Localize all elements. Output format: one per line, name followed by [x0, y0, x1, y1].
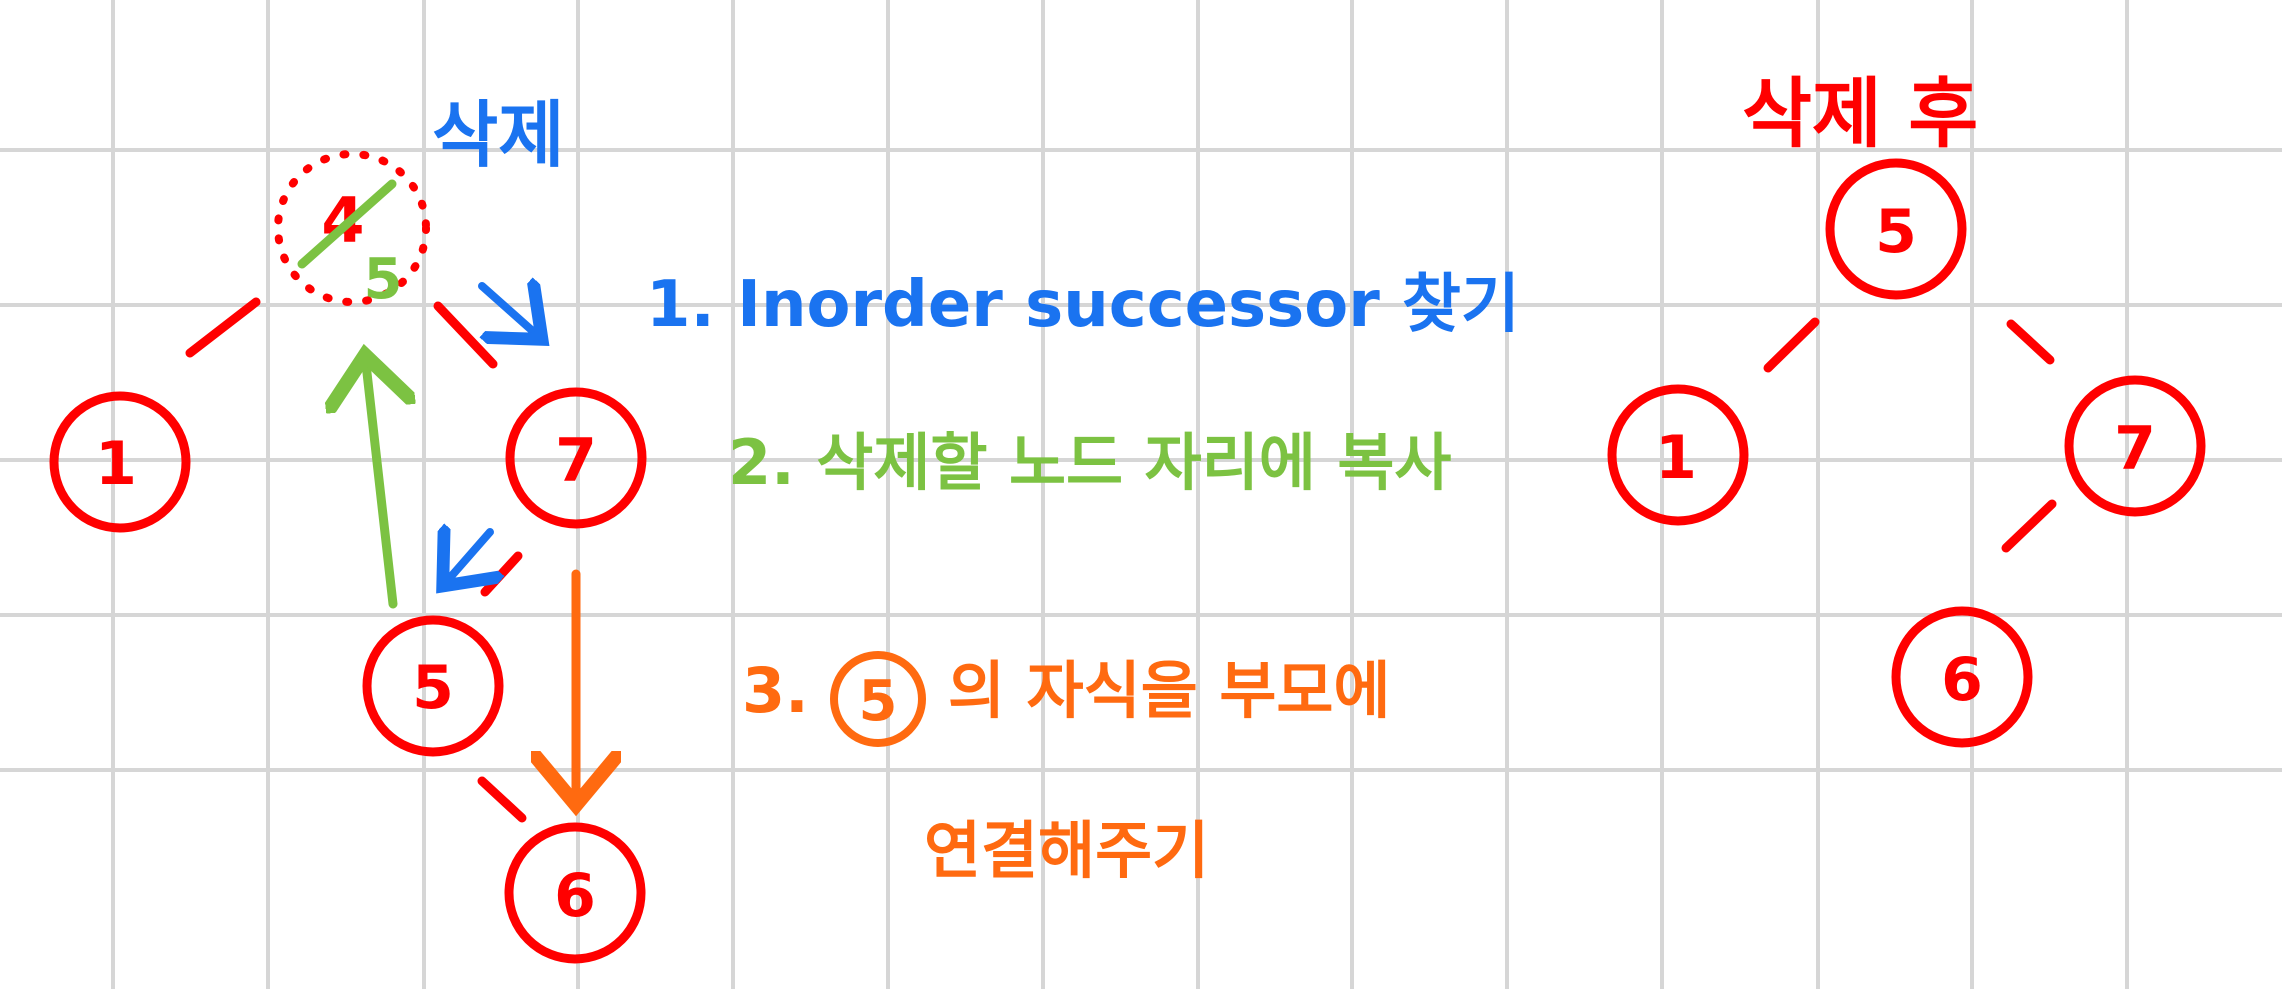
edge-5-6: [477, 776, 527, 823]
step-1-text: 1. Inorder successor 찾기: [646, 268, 1520, 342]
step-3-circled-value: 5: [859, 669, 898, 734]
after-node-1-value: 1: [1655, 423, 1697, 493]
deleted-root-node: [274, 150, 430, 306]
step-3-circle: [830, 651, 926, 747]
delete-label: 삭제: [432, 93, 564, 177]
node-6-value: 6: [554, 861, 596, 931]
node-5: 5: [362, 615, 504, 757]
green-copy-arrow: [366, 364, 393, 609]
blue-arrow-down-right: [478, 286, 536, 334]
root-new-value: 5: [364, 247, 403, 312]
after-node-7-value: 7: [2114, 414, 2156, 484]
step-3-prefix: 3.: [742, 654, 809, 727]
step-3-text-line2: 연결해주기: [924, 814, 1209, 887]
after-title: 삭제 후: [1742, 69, 1978, 158]
after-node-6: 6: [1891, 606, 2033, 748]
node-1-value: 1: [95, 429, 137, 499]
after-node-6-value: 6: [1941, 645, 1983, 715]
before-tree: 4 5 삭제 1 7 5 6: [49, 93, 647, 964]
after-tree: 삭제 후 5 1 7 6: [1607, 69, 2206, 748]
blue-arrow-down-left: [448, 532, 490, 580]
edge-7-5: [480, 551, 523, 597]
after-node-1: 1: [1607, 384, 1749, 526]
after-edge-root-left: [1763, 317, 1820, 373]
after-node-7: 7: [2064, 375, 2206, 517]
step-2-text: 2. 삭제할 노드 자리에 복사: [728, 426, 1451, 499]
step-3-text: 의 자식을 부모에: [948, 654, 1390, 727]
after-edge-7-6: [2001, 499, 2057, 553]
steps: 1. Inorder successor 찾기 2. 삭제할 노드 자리에 복사…: [646, 268, 1520, 887]
strike-through-line: [297, 179, 397, 269]
edge-root-left: [185, 297, 261, 358]
after-node-root-value: 5: [1875, 197, 1917, 267]
node-5-value: 5: [412, 653, 454, 723]
node-1: 1: [49, 391, 191, 533]
node-6: 6: [504, 822, 646, 964]
after-node-root: 5: [1825, 158, 1967, 300]
node-7: 7: [505, 387, 647, 529]
edge-root-right: [433, 301, 498, 369]
after-edge-root-right: [2006, 319, 2055, 365]
node-7-value: 7: [555, 426, 597, 496]
